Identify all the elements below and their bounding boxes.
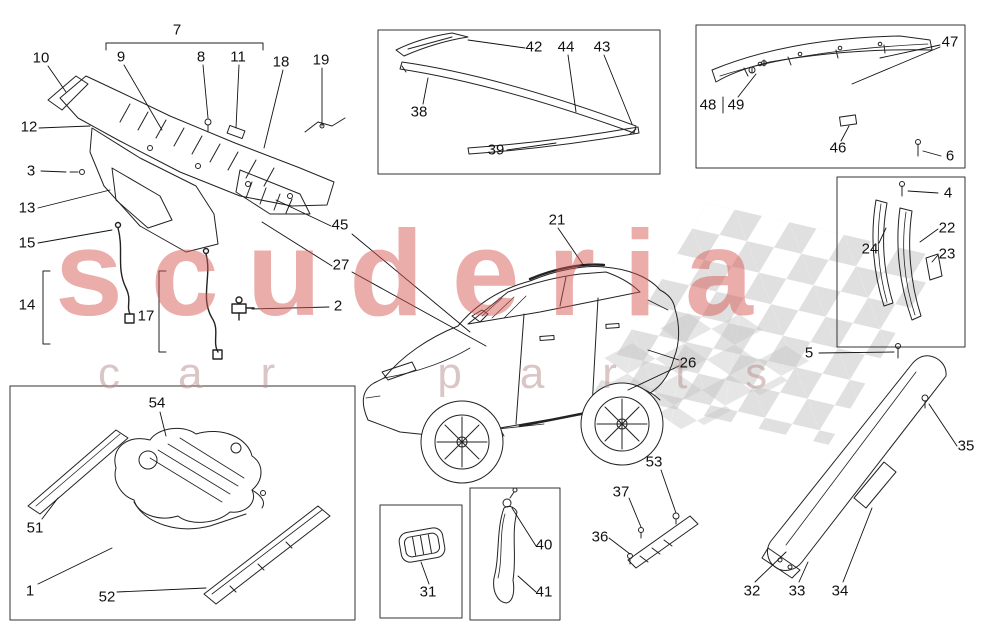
callout-42: 42 <box>525 38 543 56</box>
cowl-assembly-drawing <box>47 75 346 253</box>
callout-44: 44 <box>557 38 575 56</box>
callout-23: 23 <box>938 245 956 263</box>
callout-8: 8 <box>196 48 206 66</box>
callout-6: 6 <box>945 147 955 165</box>
callout-13: 13 <box>18 199 36 217</box>
callout-39: 39 <box>487 141 505 159</box>
callout-47: 47 <box>941 33 959 51</box>
callout-9: 9 <box>116 48 126 66</box>
callout-49: 49 <box>727 96 745 114</box>
callout-12: 12 <box>20 118 38 136</box>
callout-24: 24 <box>861 240 879 258</box>
callout-brackets <box>42 42 724 353</box>
callout-26: 26 <box>679 354 697 372</box>
strip-part-drawing <box>493 487 518 604</box>
callout-3: 3 <box>26 162 36 180</box>
callout-4: 4 <box>943 184 953 202</box>
callout-22: 22 <box>938 219 956 237</box>
callout-33: 33 <box>788 582 806 600</box>
callout-51: 51 <box>26 519 44 537</box>
callout-52: 52 <box>98 588 116 606</box>
callout-17: 17 <box>137 307 155 325</box>
roof-trim-strips-drawing <box>395 32 640 155</box>
callout-27: 27 <box>332 256 350 274</box>
callout-10: 10 <box>32 49 50 67</box>
callout-35: 35 <box>957 437 975 455</box>
callout-45: 45 <box>331 216 349 234</box>
callout-31: 31 <box>419 583 437 601</box>
callout-19: 19 <box>312 51 330 69</box>
callout-48: 48 <box>699 96 717 114</box>
callout-38: 38 <box>410 103 428 121</box>
callout-14: 14 <box>18 296 36 314</box>
engine-cover-drawing <box>27 427 331 605</box>
callout-43: 43 <box>593 38 611 56</box>
callout-46: 46 <box>829 139 847 157</box>
engine-cover-ribs <box>149 437 245 503</box>
front-wheel <box>420 400 504 484</box>
callout-1: 1 <box>25 582 35 600</box>
callout-34: 34 <box>831 582 849 600</box>
group-boxes <box>9 24 966 621</box>
callout-2: 2 <box>333 297 343 315</box>
callout-40: 40 <box>535 536 553 554</box>
rear-panel-drawing <box>711 35 933 157</box>
callout-37: 37 <box>612 483 630 501</box>
callout-41: 41 <box>535 583 553 601</box>
callout-36: 36 <box>591 528 609 546</box>
callout-15: 15 <box>18 234 36 252</box>
callout-18: 18 <box>272 53 290 71</box>
callout-7: 7 <box>172 21 182 39</box>
callout-32: 32 <box>743 582 761 600</box>
washer-hoses-drawing <box>114 221 255 360</box>
sill-bracket-drawing <box>627 512 699 569</box>
callout-21: 21 <box>548 211 566 229</box>
windshield-hatch <box>481 295 527 319</box>
callout-5: 5 <box>804 344 814 362</box>
callout-53: 53 <box>645 453 663 471</box>
callout-11: 11 <box>230 48 246 66</box>
grille-part-drawing <box>398 527 446 563</box>
callout-54: 54 <box>148 394 166 412</box>
